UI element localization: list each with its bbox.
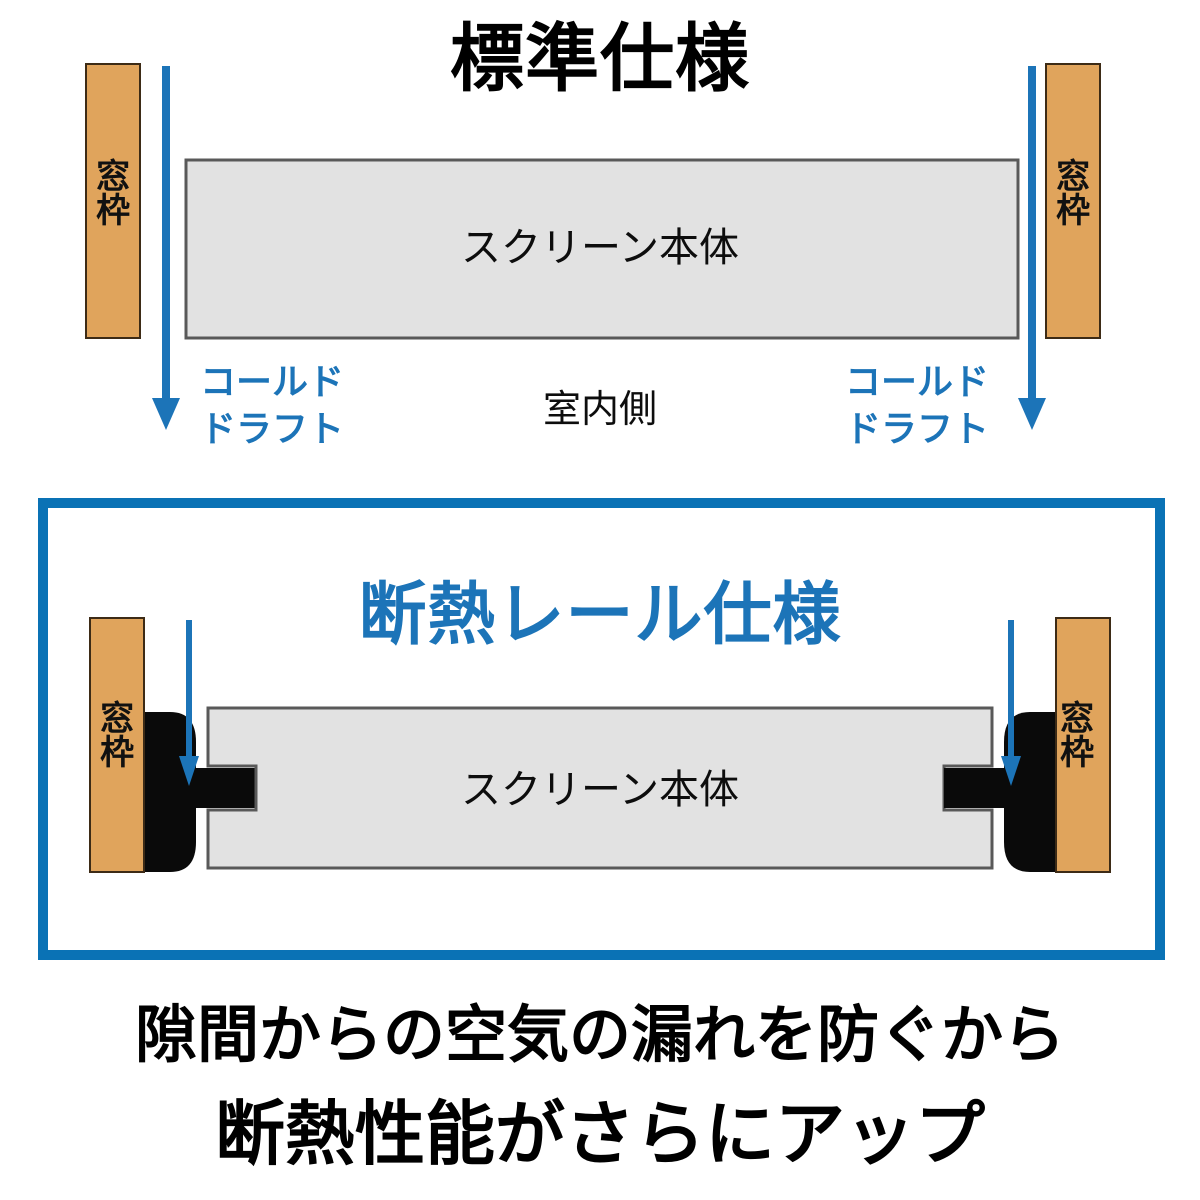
screen-body-top <box>184 158 1020 340</box>
insulated-section-title: 断熱レール仕様 <box>358 576 842 655</box>
insulated-section-box <box>38 498 1165 960</box>
insulation-rail-tongue-right <box>944 768 1030 808</box>
insulation-rail-right <box>1004 712 1064 872</box>
window-frame-left-top-label: 窓枠 <box>89 158 130 226</box>
blocked-draft-arrow-left <box>179 620 199 786</box>
window-frame-right-bottom-label: 窓枠 <box>1053 700 1094 768</box>
window-frame-right-bottom <box>1055 617 1111 873</box>
screen-body-bottom <box>206 706 994 870</box>
tagline-line-1: 隙間からの空気の漏れを防ぐから <box>134 998 1065 1071</box>
window-frame-right-top <box>1045 63 1101 339</box>
cold-draft-left-label: コールド ドラフト <box>200 362 345 450</box>
insulation-rail-tongue-left <box>170 768 256 808</box>
screen-body-top-label: スクリーン本体 <box>461 225 739 271</box>
cold-draft-arrow-left-top <box>152 66 180 430</box>
cold-draft-right-label: コールド ドラフト <box>845 362 990 450</box>
blocked-draft-arrow-right <box>1001 620 1021 786</box>
indoor-side-label: 室内側 <box>542 387 657 431</box>
standard-section-title: 標準仕様 <box>450 16 750 102</box>
tagline-line-2-container: 断熱性能がさらにアップ <box>209 1078 991 1179</box>
window-frame-left-bottom-label: 窓枠 <box>93 700 134 768</box>
tagline-line-2: 断熱性能がさらにアップ <box>215 1093 985 1175</box>
cold-draft-arrow-right-top <box>1018 66 1046 430</box>
window-frame-left-bottom <box>89 617 145 873</box>
window-frame-left-top <box>85 63 141 339</box>
screen-body-bottom-label: スクリーン本体 <box>461 767 739 813</box>
tagline-line-2-wrapper: 断熱性能がさらにアップ <box>0 1078 1200 1179</box>
window-frame-right-top-label: 窓枠 <box>1049 158 1090 226</box>
insulation-rail-left <box>136 712 196 872</box>
